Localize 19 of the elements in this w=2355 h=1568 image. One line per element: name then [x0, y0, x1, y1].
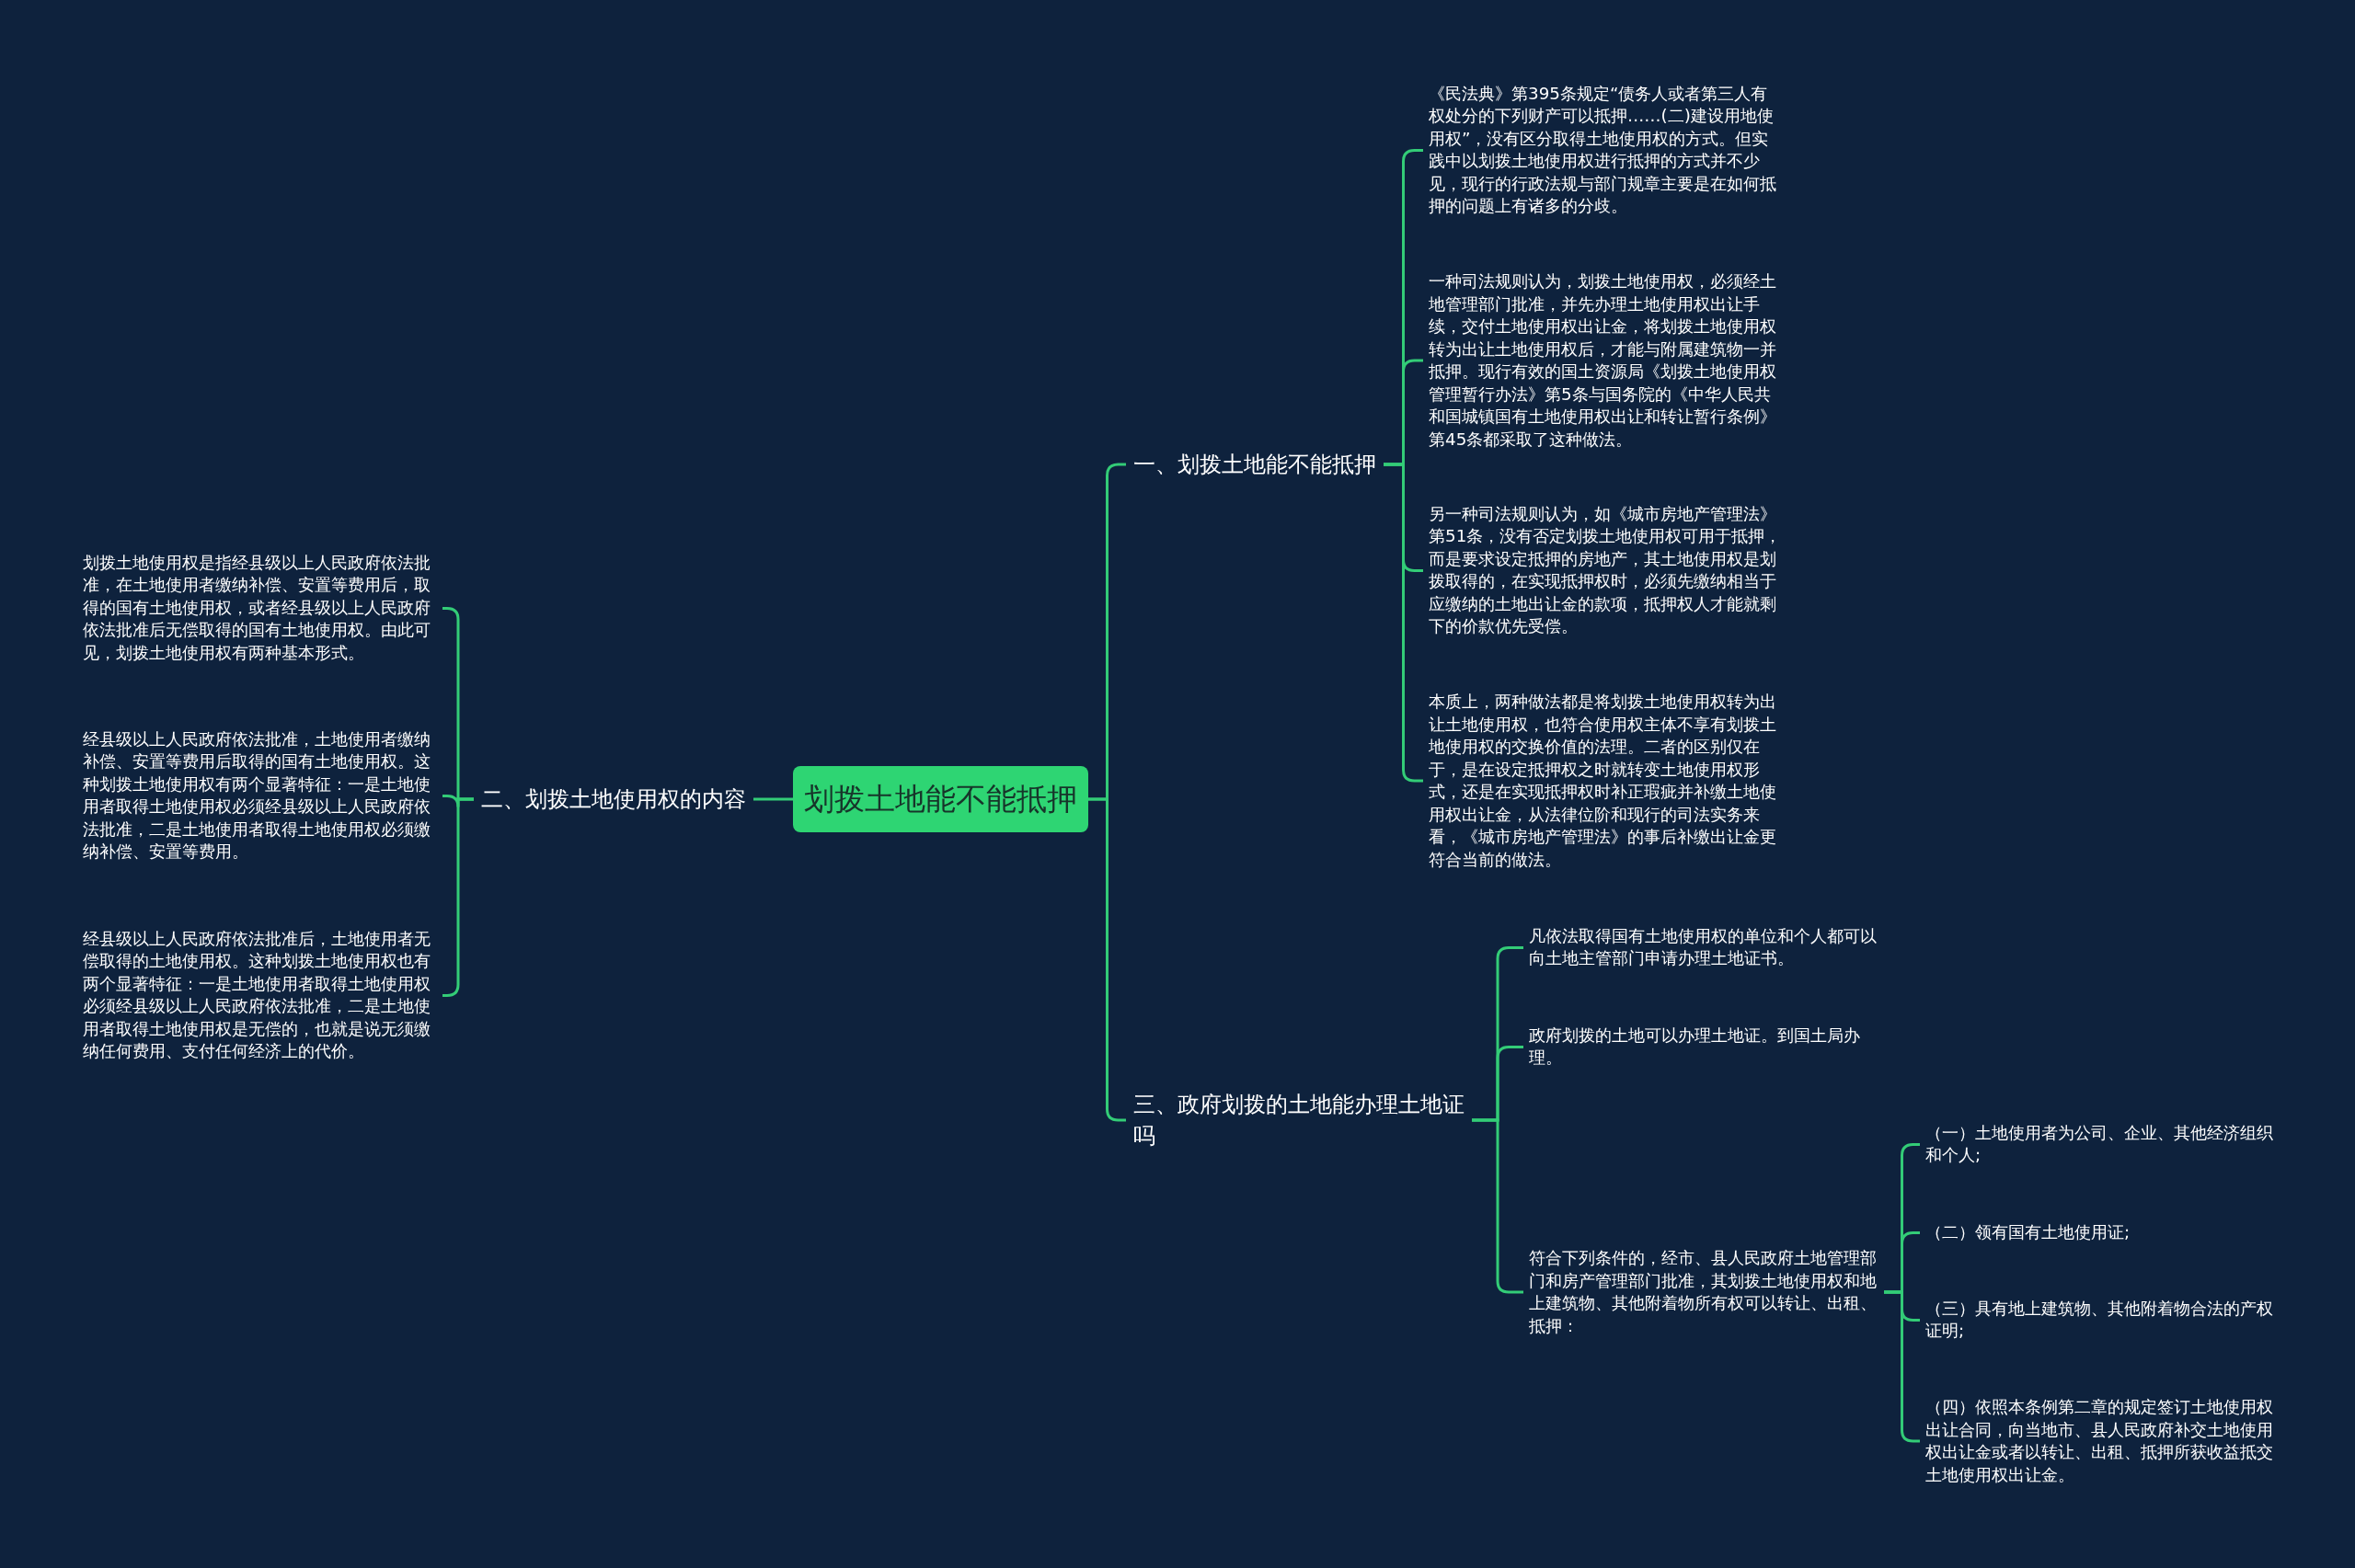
connector-line: [753, 797, 793, 801]
note-text: （三）具有地上建筑物、其他附着物合法的产权证明;: [1925, 1297, 2280, 1343]
note-text: 经县级以上人民政府依法批准，土地使用者缴纳补偿、安置等费用后取得的国有土地使用权。这种划拨土地使用权有两个显著特征：一是土地使用者取得土地使用权必须经县级以上人民政府依法批准，二是土地使用者取得土地使用权必须缴纳补偿、安置等费用。: [83, 727, 437, 864]
note-text: 《民法典》第395条规定“债务人或者第三人有权处分的下列财产可以抵押……(二)建设用地使用权”，没有区分取得土地使用权的方式。但实践中以划拨土地使用权进行抵押的方式并不少见，现行的行政法规与部门规章主要是在如何抵押的问题上有诸多的分歧。: [1429, 82, 1783, 218]
note-text: 本质上，两种做法都是将划拨土地使用权转为出让土地使用权，也符合使用权主体不享有划拨土地使用权的交换价值的法理。二者的区别仅在于，是在设定抵押权之时就转变土地使用权形式，还是在实现抵押权时补正瑕疵并补缴土地使用权出让金，从法律位阶和现行的司法实务来看，《城市房地产管理法》的事后补缴出让金更符合当前的做法。: [1429, 691, 1783, 871]
note-text: 符合下列条件的，经市、县人民政府土地管理部门和房产管理部门批准，其划拨土地使用权和地上建筑物、其他附着物所有权可以转让、出租、抵押：: [1529, 1247, 1883, 1337]
note-text: （二）领有国有土地使用证;: [1925, 1220, 2280, 1243]
note-text: 经县级以上人民政府依法批准后，土地使用者无偿取得的土地使用权。这种划拨土地使用权也有两个显著特征：一是土地使用者取得土地使用权必须经县级以上人民政府依法批准，二是土地使用者取得土地使用权是无偿的，也就是说无须缴纳任何费用、支付任何经济上的代价。: [83, 927, 437, 1063]
branch-topic: 一、划拨土地能不能抵押: [1133, 449, 1396, 480]
note-text: 凡依法取得国有土地使用权的单位和个人都可以向土地主管部门申请办理土地证书。: [1529, 924, 1883, 970]
branch-topic: 二、划拨土地使用权的内容: [481, 784, 757, 815]
note-text: （一）土地使用者为公司、企业、其他经济组织和个人;: [1925, 1121, 2280, 1167]
note-text: （四）依照本条例第二章的规定签订土地使用权出让合同，向当地市、县人民政府补交土地使用权出让金或者以转让、出租、抵押所获收益抵交土地使用权出让金。: [1925, 1396, 2280, 1486]
central-topic-box: 划拨土地能不能抵押: [793, 766, 1088, 832]
note-text: 划拨土地使用权是指经县级以上人民政府依法批准，在土地使用者缴纳补偿、安置等费用后，取得的国有土地使用权，或者经县级以上人民政府依法批准后无偿取得的国有土地使用权。由此可见，划拨土地使用权有两种基本形式。: [83, 551, 437, 664]
note-text: 政府划拨的土地可以办理土地证。到国土局办理。: [1529, 1024, 1883, 1070]
note-text: 另一种司法规则认为，如《城市房地产管理法》第51条，没有否定划拨土地使用权可用于抵押，而是要求设定抵押的房地产，其土地使用权是划拨取得的，在实现抵押权时，必须先缴纳相当于应缴纳的土地出让金的款项，抵押权人才能就剩下的价款优先受偿。: [1429, 502, 1783, 638]
note-text: 一种司法规则认为，划拨土地使用权，必须经土地管理部门批准，并先办理土地使用权出让手续，交付土地使用权出让金，将划拨土地使用权转为出让土地使用权后，才能与附属建筑物一并抵押。现行有效的国土资源局《划拨土地使用权管理暂行办法》第5条与国务院的《中华人民共和国城镇国有土地使用权出让和转让暂行条例》第45条都采取了这种做法。: [1429, 270, 1783, 451]
branch-topic: 三、政府划拨的土地能办理土地证吗: [1133, 1089, 1468, 1151]
